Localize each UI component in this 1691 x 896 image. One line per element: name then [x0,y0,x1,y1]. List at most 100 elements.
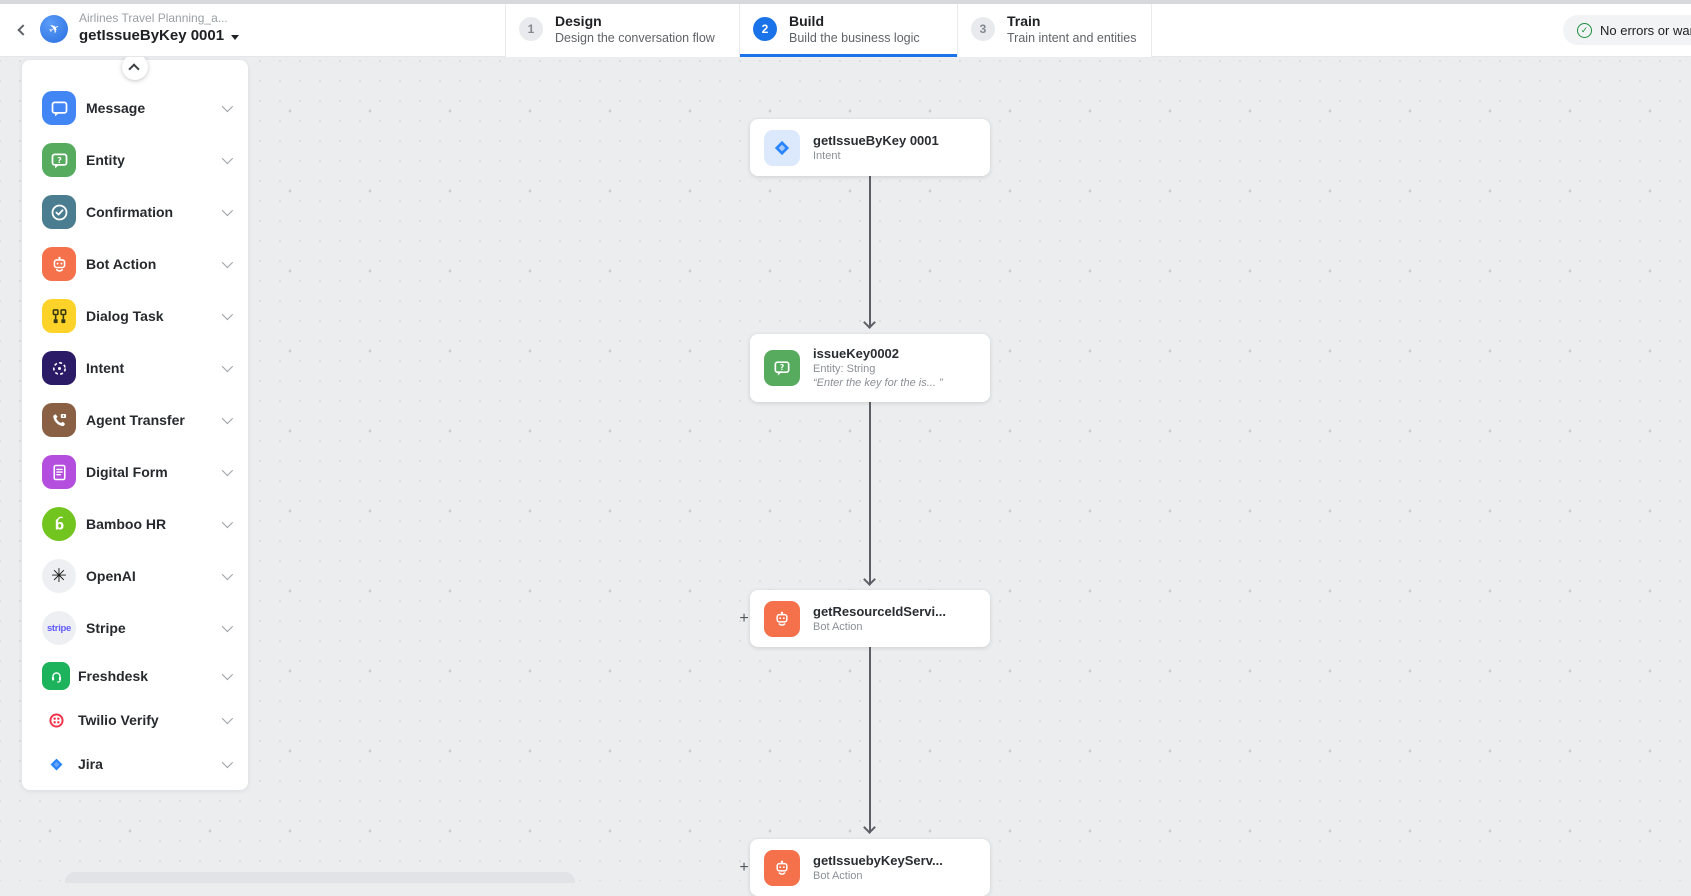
entity-icon: ? [764,350,800,386]
chevron-down-icon[interactable] [222,205,233,216]
node-title: issueKey0002 [813,346,943,362]
sidebar-item-openai[interactable]: ✳ OpenAI [22,550,248,602]
sidebar-item-label: Stripe [86,620,126,636]
node-prompt-preview: “Enter the key for the is... ” [813,376,943,390]
jira-icon [44,752,68,776]
bottom-dock [65,872,575,883]
caret-down-icon [231,35,239,40]
chevron-down-icon[interactable] [222,153,233,164]
bot-action-icon [42,247,76,281]
chevron-down-icon[interactable] [222,361,233,372]
add-node-button[interactable]: + [735,859,753,877]
sidebar-item-label: Intent [86,360,124,376]
sidebar-item-label: OpenAI [86,568,136,584]
check-circle-icon: ✓ [1577,23,1592,38]
collapse-palette-button[interactable] [122,54,148,80]
svg-text:?: ? [780,363,784,372]
chevron-left-icon [17,24,28,35]
step-description: Train intent and entities [1007,30,1136,46]
chevron-down-icon[interactable] [222,517,233,528]
sidebar-item-label: Agent Transfer [86,412,185,428]
chevron-down-icon[interactable] [222,465,233,476]
chevron-down-icon[interactable] [222,309,233,320]
header: ✈ Airlines Travel Planning_a... getIssue… [0,0,1691,57]
arrow-down-icon [863,821,876,834]
sidebar-item-label: Jira [78,756,103,772]
flow-node[interactable]: getIssuebyKeyServ...Bot Action [750,839,990,896]
step-number-badge: 1 [519,17,543,41]
project-name: Airlines Travel Planning_a... [79,11,239,26]
arrow-down-icon [863,573,876,586]
sidebar-item-label: Digital Form [86,464,168,480]
sidebar-item-jira[interactable]: Jira [22,742,248,786]
node-title: getIssueByKey 0001 [813,133,939,149]
step-number-badge: 2 [753,17,777,41]
dialog-task-icon [42,299,76,333]
step-title: Design [555,12,715,30]
chevron-up-icon [128,63,139,74]
sidebar-item-label: Freshdesk [78,668,148,684]
sidebar-item-label: Confirmation [86,204,173,220]
step-description: Design the conversation flow [555,30,715,46]
back-button[interactable] [14,22,32,40]
bot-avatar[interactable]: ✈ [40,15,68,43]
arrow-down-icon [863,316,876,329]
sidebar-item-confirmation[interactable]: Confirmation [22,186,248,238]
status-label: No errors or warnings [1600,23,1691,38]
node-subtitle: Bot Action [813,620,946,634]
sidebar-item-bot-action[interactable]: Bot Action [22,238,248,290]
sidebar-item-label: Twilio Verify [78,712,159,728]
agent-transfer-icon [42,403,76,437]
sidebar-item-label: Message [86,100,145,116]
chevron-down-icon[interactable] [222,713,233,724]
sidebar-item-freshdesk[interactable]: Freshdesk [22,654,248,698]
intent-icon [42,351,76,385]
sidebar-item-twilio-verify[interactable]: Twilio Verify [22,698,248,742]
chevron-down-icon[interactable] [222,413,233,424]
chevron-down-icon[interactable] [222,569,233,580]
node-subtitle: Entity: String [813,362,943,376]
sidebar-item-label: Dialog Task [86,308,164,324]
step-title: Build [789,12,920,30]
chevron-down-icon[interactable] [222,257,233,268]
add-node-button[interactable]: + [735,610,753,628]
chevron-down-icon[interactable] [222,101,233,112]
task-name: getIssueByKey 0001 [79,26,224,46]
sidebar-item-intent[interactable]: Intent [22,342,248,394]
sidebar-item-digital-form[interactable]: Digital Form [22,446,248,498]
chevron-down-icon[interactable] [222,621,233,632]
sidebar-item-label: Bot Action [86,256,156,272]
chevron-down-icon[interactable] [222,669,233,680]
sidebar-item-label: Entity [86,152,125,168]
task-switcher[interactable]: getIssueByKey 0001 [79,26,239,46]
sidebar-item-dialog-task[interactable]: Dialog Task [22,290,248,342]
step-number-badge: 3 [971,17,995,41]
openai-icon: ✳ [42,559,76,593]
node-subtitle: Bot Action [813,869,943,883]
step-description: Build the business logic [789,30,920,46]
flow-node[interactable]: getResourceIdServi...Bot Action [750,590,990,647]
node-title: getIssuebyKeyServ... [813,853,943,869]
sidebar-item-agent-transfer[interactable]: Agent Transfer [22,394,248,446]
node-subtitle: Intent [813,149,939,163]
active-tab-underline [740,54,957,58]
chevron-down-icon[interactable] [222,757,233,768]
status-pill: ✓ No errors or warnings [1563,15,1691,45]
bamboo-hr-icon: b [42,507,76,541]
bot-action-icon [764,850,800,886]
message-icon [42,91,76,125]
confirmation-icon [42,195,76,229]
sidebar-item-entity[interactable]: ?Entity [22,134,248,186]
bot-action-icon [764,601,800,637]
sidebar-item-message[interactable]: Message [22,82,248,134]
